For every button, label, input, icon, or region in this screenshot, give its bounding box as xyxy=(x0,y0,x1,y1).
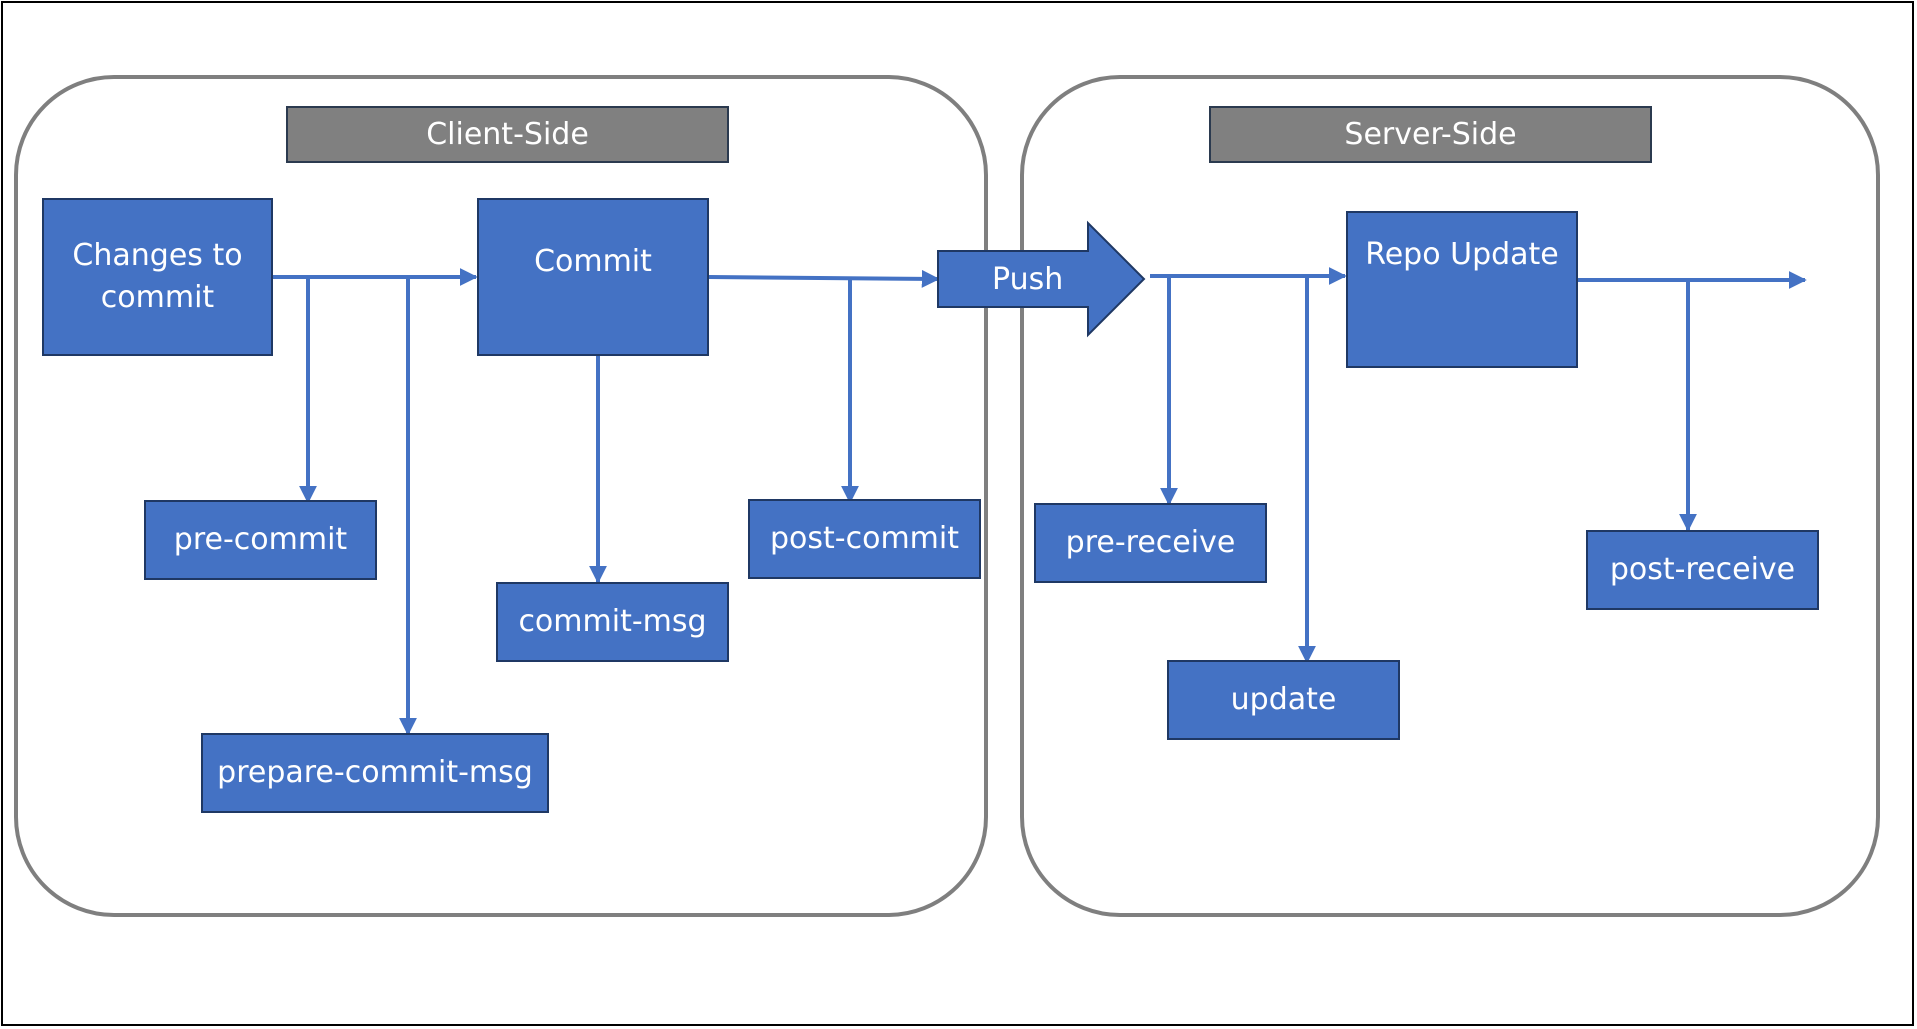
pre-commit-node: pre-commit xyxy=(144,500,377,580)
server-side-header: Server-Side xyxy=(1209,106,1652,163)
client-side-header: Client-Side xyxy=(286,106,729,163)
server-side-region xyxy=(1020,75,1880,917)
connector-commit-to-push xyxy=(708,269,940,288)
changes-to-commit-node: Changes to commit xyxy=(42,198,273,356)
commit-node: Commit xyxy=(477,198,709,356)
push-arrow xyxy=(937,220,1146,338)
post-receive-node: post-receive xyxy=(1586,530,1819,610)
client-side-region xyxy=(14,75,988,917)
pre-receive-node: pre-receive xyxy=(1034,503,1267,583)
prepare-commit-msg-node: prepare-commit-msg xyxy=(201,733,549,813)
push-label: Push xyxy=(992,262,1064,297)
commit-msg-node: commit-msg xyxy=(496,582,729,662)
repo-update-node: Repo Update xyxy=(1346,211,1578,368)
post-commit-node: post-commit xyxy=(748,499,981,579)
update-node: update xyxy=(1167,660,1400,740)
